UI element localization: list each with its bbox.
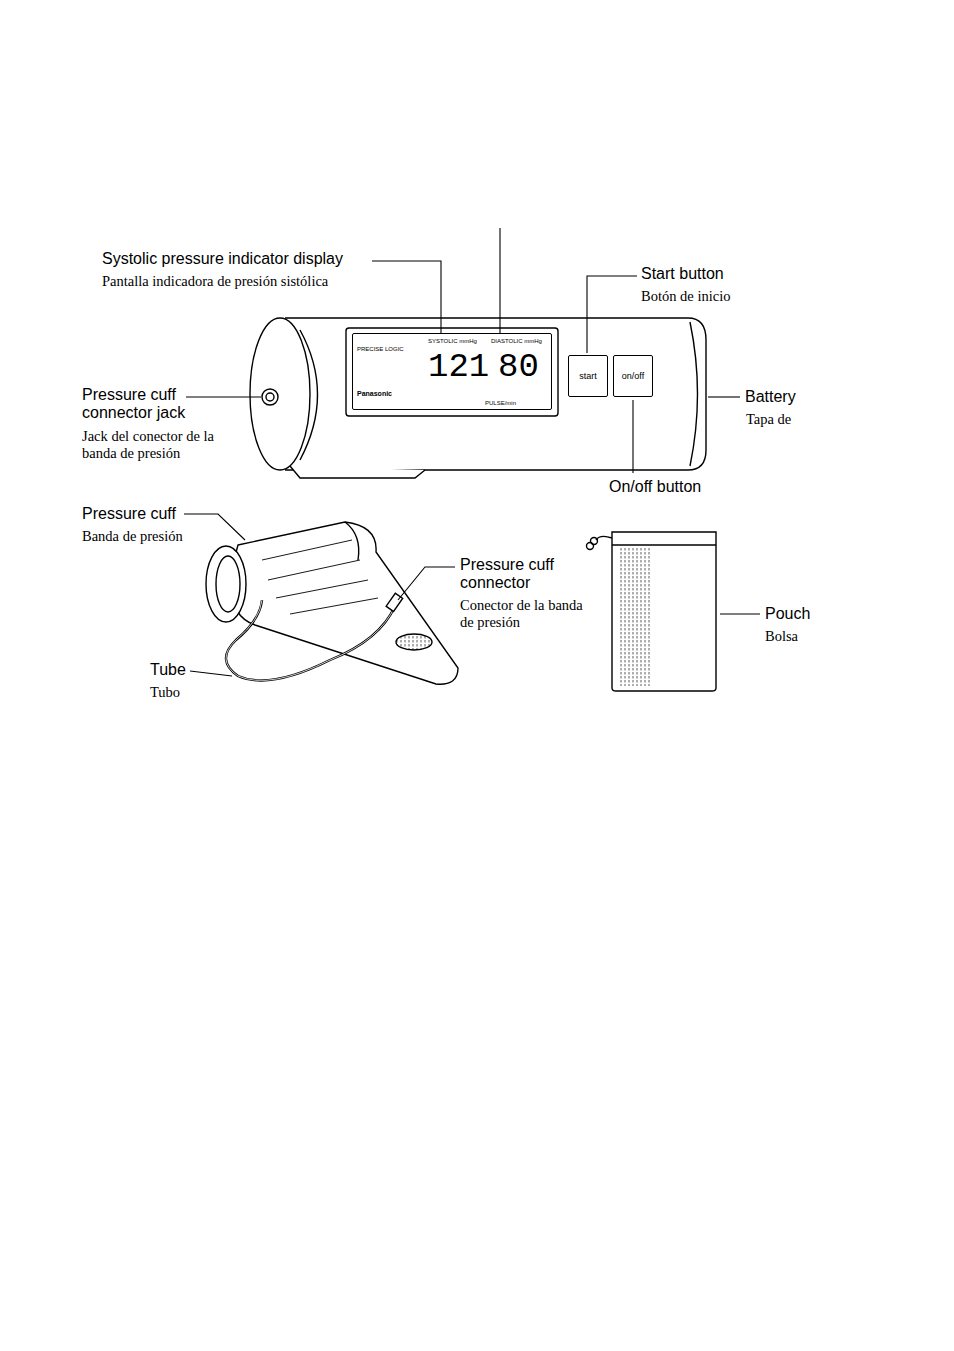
pouch-texture bbox=[618, 548, 650, 686]
display-digits: 80 bbox=[498, 350, 539, 384]
part-label: Pouch bbox=[765, 605, 810, 623]
start-button: start bbox=[568, 355, 608, 397]
display-caption: SYSTOLIC mmHg bbox=[428, 338, 477, 344]
button-text: start bbox=[579, 372, 597, 381]
cuff-roll-inner bbox=[216, 556, 240, 612]
part-label-es: Conector de la banda de presión bbox=[460, 597, 590, 630]
pouch-body bbox=[612, 532, 716, 691]
brand-name: Panasonic bbox=[357, 390, 392, 397]
pouch-drawstring bbox=[596, 536, 612, 540]
part-label: Pressure cuff connector jack bbox=[82, 386, 214, 423]
part-label: Pressure cuff bbox=[82, 505, 176, 523]
connector-jack-hole bbox=[266, 393, 274, 401]
cuff-tube bbox=[226, 600, 395, 680]
cuff-connector-plug bbox=[386, 593, 403, 611]
display-screen: PRECISE LOGIC SYSTOLIC mmHg DIASTOLIC mmHg… bbox=[352, 333, 552, 410]
display-frame bbox=[346, 328, 558, 416]
cuff-sheet bbox=[231, 522, 458, 684]
part-label-es: Tubo bbox=[150, 684, 180, 701]
connector-jack bbox=[262, 389, 278, 405]
onoff-button: on/off bbox=[613, 355, 653, 397]
part-label-es: Tapa de bbox=[746, 411, 791, 428]
button-text: on/off bbox=[622, 372, 644, 381]
display-caption: PULSE/min bbox=[485, 400, 516, 406]
display-brand-text: PRECISE LOGIC bbox=[357, 346, 404, 352]
part-label-es: Bolsa bbox=[765, 628, 798, 645]
end-cap-seam bbox=[300, 330, 318, 460]
leader-lines bbox=[184, 228, 760, 676]
part-label-es: Banda de presión bbox=[82, 528, 183, 545]
part-label: Start button bbox=[641, 265, 724, 283]
cuff-lines bbox=[262, 540, 378, 614]
part-label: Systolic pressure indicator display bbox=[102, 250, 343, 268]
display-caption: DIASTOLIC mmHg bbox=[491, 338, 542, 344]
display-digits: 121 bbox=[428, 350, 489, 384]
part-label-es: Jack del conector de la banda de presión bbox=[82, 428, 250, 461]
part-label-es: Botón de inicio bbox=[641, 288, 730, 305]
end-cap bbox=[250, 318, 310, 470]
pouch-band bbox=[612, 544, 716, 545]
part-label: On/off button bbox=[609, 478, 701, 496]
part-label: Pressure cuff connector bbox=[460, 556, 572, 593]
housing-seam bbox=[690, 322, 698, 466]
part-label: Battery bbox=[745, 388, 796, 406]
cuff-tube-inner bbox=[226, 600, 395, 680]
housing bbox=[285, 318, 706, 470]
cuff-roll-opening bbox=[206, 546, 246, 622]
pouch-toggle bbox=[587, 543, 594, 550]
cuff-patch bbox=[396, 634, 432, 650]
part-label: Tube bbox=[150, 661, 186, 679]
housing-foot bbox=[290, 466, 425, 478]
part-label-es: Pantalla indicadora de presión sistólica bbox=[102, 273, 328, 290]
